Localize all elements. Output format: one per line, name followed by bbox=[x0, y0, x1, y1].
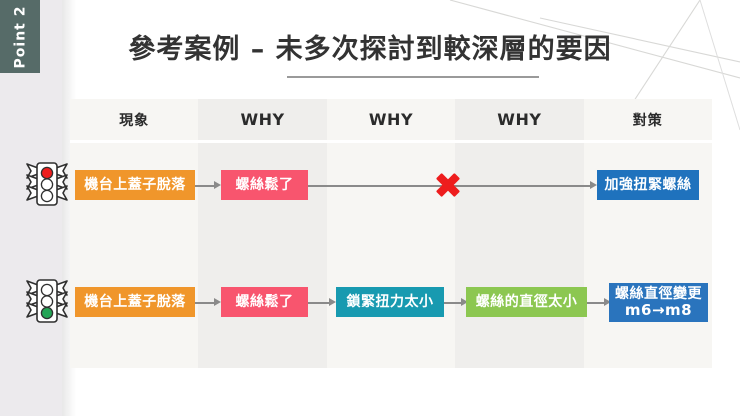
table-column-why-3: WHY bbox=[455, 99, 584, 368]
column-header-why-3: WHY bbox=[497, 110, 542, 129]
arrow-r2-2 bbox=[308, 302, 331, 304]
node-r2-phenomenon[interactable]: 機台上蓋子脫落 bbox=[75, 287, 195, 317]
node-label: 螺絲的直徑太小 bbox=[475, 293, 578, 310]
arrow-head-r1-1 bbox=[214, 180, 221, 189]
node-label: 螺絲鬆了 bbox=[235, 293, 294, 310]
node-label: 加強扭緊螺絲 bbox=[604, 176, 692, 193]
node-r1-why1[interactable]: 螺絲鬆了 bbox=[221, 170, 308, 200]
point-tab: Point 2 bbox=[0, 0, 40, 73]
table-column-why-2: WHY bbox=[326, 99, 456, 368]
arrow-head-r2-1 bbox=[214, 297, 221, 306]
table-column-countermeasure: 對策 bbox=[583, 99, 712, 368]
node-r2-why2[interactable]: 鎖緊扭力太小 bbox=[336, 287, 444, 317]
column-header-separator bbox=[326, 140, 456, 143]
node-r2-why3[interactable]: 螺絲的直徑太小 bbox=[466, 287, 587, 317]
red-cross-icon bbox=[435, 172, 461, 198]
arrow-r2-4 bbox=[587, 302, 606, 304]
arrow-r2-1 bbox=[195, 302, 216, 304]
node-label: 機台上蓋子脫落 bbox=[84, 176, 186, 193]
arrow-head-r2-4 bbox=[604, 297, 611, 306]
traffic-light-green-icon bbox=[26, 279, 68, 323]
node-r1-phenomenon[interactable]: 機台上蓋子脫落 bbox=[75, 170, 195, 200]
node-label: 鎖緊扭力太小 bbox=[346, 293, 434, 310]
page-title-container: 參考案例 – 未多次探討到較深層的要因 bbox=[0, 34, 740, 66]
node-r2-why1[interactable]: 螺絲鬆了 bbox=[221, 287, 308, 317]
traffic-light-red-icon bbox=[26, 162, 68, 206]
table-column-phenomenon: 現象 bbox=[70, 99, 199, 368]
arrow-head-r1-2 bbox=[590, 180, 597, 189]
column-header-countermeasure: 對策 bbox=[632, 112, 663, 129]
arrow-r2-3 bbox=[444, 302, 463, 304]
arrow-head-r2-3 bbox=[461, 297, 468, 306]
page-title: 參考案例 – 未多次探討到較深層的要因 bbox=[128, 34, 612, 65]
table-column-why-1: WHY bbox=[198, 99, 327, 368]
node-label-line-1: 螺絲直徑變更 bbox=[615, 285, 702, 302]
column-header-why-1: WHY bbox=[240, 110, 285, 129]
arrow-head-r2-2 bbox=[329, 297, 336, 306]
column-header-separator bbox=[455, 140, 584, 143]
node-label-line-2: m6→m8 bbox=[624, 300, 693, 319]
node-r1-countermeasure[interactable]: 加強扭緊螺絲 bbox=[597, 170, 699, 200]
column-header-why-2: WHY bbox=[368, 110, 414, 129]
column-header-separator bbox=[70, 140, 199, 143]
column-header-separator bbox=[198, 140, 327, 143]
why-why-table: 現象 WHY WHY WHY 對策 bbox=[70, 99, 712, 368]
node-label: 螺絲鬆了 bbox=[235, 176, 294, 193]
column-header-phenomenon: 現象 bbox=[119, 112, 150, 129]
node-label: 機台上蓋子脫落 bbox=[84, 293, 186, 310]
arrow-r1-1 bbox=[195, 185, 216, 187]
node-r2-countermeasure[interactable]: 螺絲直徑變更 m6→m8 bbox=[609, 283, 708, 322]
title-underline bbox=[287, 76, 539, 78]
column-header-separator bbox=[583, 140, 712, 143]
